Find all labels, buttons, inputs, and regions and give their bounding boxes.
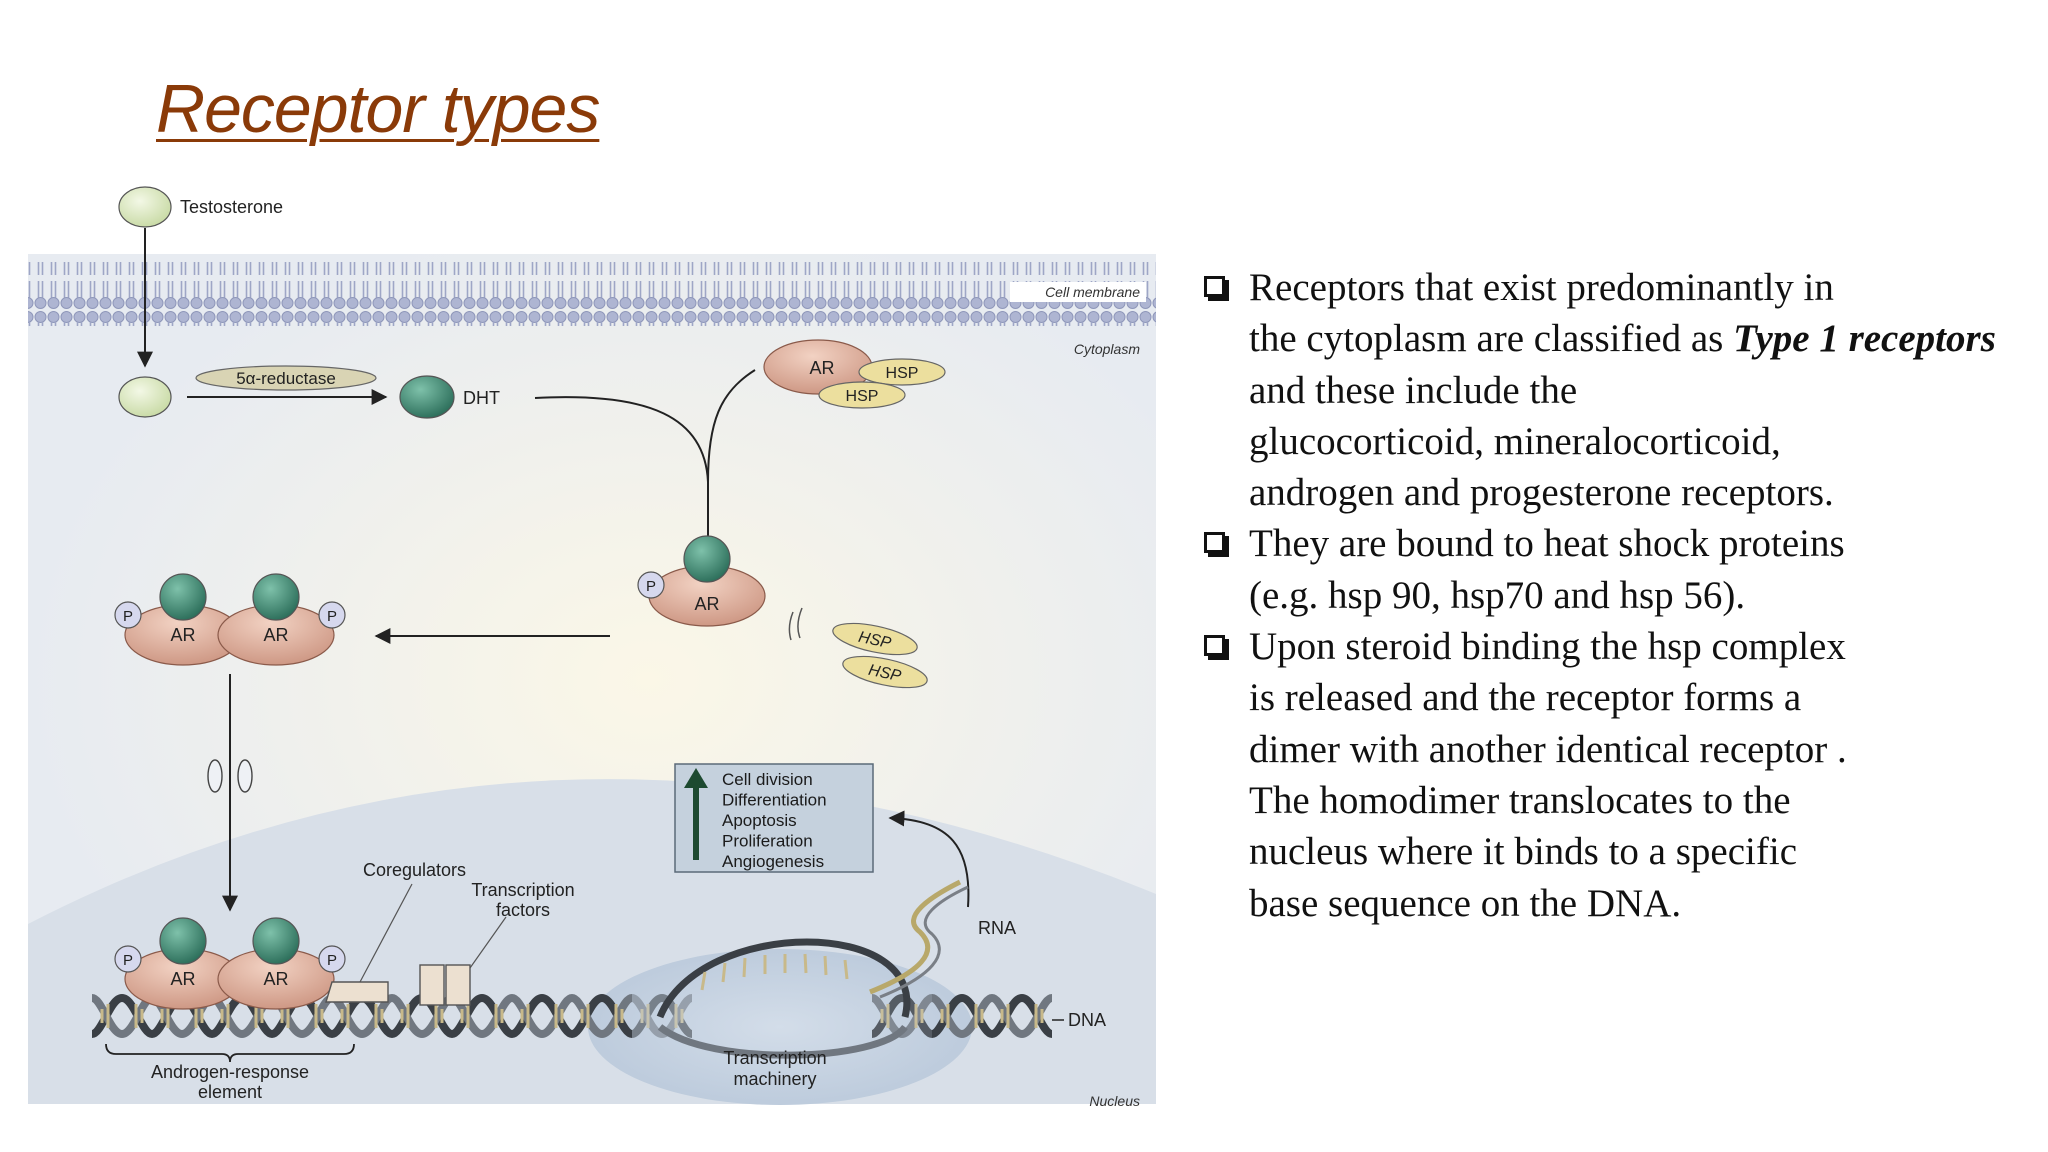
hsp-protein-1 bbox=[858, 358, 946, 386]
receptor-bullet-list: Receptors that exist predominantly in th… bbox=[1200, 262, 2030, 929]
transcription-factors-label-line1: Transcription bbox=[471, 880, 574, 900]
dht-dimer-right bbox=[252, 573, 300, 621]
androgen-receptor-pathway-diagram: Cell membrane Cytoplasm Testosterone 5α-… bbox=[28, 186, 1156, 1109]
hsp-released-2 bbox=[842, 655, 928, 689]
dht-label: DHT bbox=[463, 388, 500, 408]
coregulator-block bbox=[325, 981, 389, 1003]
transcription-factor-2 bbox=[445, 964, 471, 1006]
ar-dimer-dna: AR AR P P bbox=[114, 917, 346, 1010]
slide-title: Receptor types bbox=[156, 71, 600, 147]
rna-strand bbox=[869, 879, 962, 995]
reductase-enzyme bbox=[195, 365, 377, 391]
outcome-item: Angiogenesis bbox=[722, 852, 824, 871]
cell-membrane-label-bg bbox=[1010, 282, 1146, 302]
nucleus-label: Nucleus bbox=[1089, 1093, 1140, 1109]
cell-membrane-label: Cell membrane bbox=[1045, 284, 1140, 300]
are-label-line1: Androgen-response bbox=[151, 1062, 309, 1082]
hsp-protein-2 bbox=[818, 381, 906, 409]
ar-dna-right-label: AR bbox=[263, 969, 288, 989]
ar-dimer-left-label: AR bbox=[170, 625, 195, 645]
androgen-response-element-brace bbox=[105, 1043, 355, 1063]
phosphate-dna-right-label: P bbox=[327, 952, 337, 969]
phosphate-dimer-right-label: P bbox=[327, 608, 337, 625]
dht-dna-left bbox=[159, 917, 207, 965]
upregulation-arrow-icon bbox=[684, 768, 708, 788]
reductase-label: 5α-reductase bbox=[236, 369, 336, 388]
ar-dna-left-label: AR bbox=[170, 969, 195, 989]
rna-strand-shadow bbox=[879, 885, 969, 999]
ar-label-activated: AR bbox=[694, 594, 719, 614]
bullet-item-dimer: Upon steroid binding the hsp complex is … bbox=[1200, 621, 2030, 929]
hsp-label-2: HSP bbox=[846, 388, 879, 405]
coregulators-label: Coregulators bbox=[363, 860, 466, 880]
upregulation-arrow-shaft bbox=[693, 784, 699, 860]
dht-bound-center bbox=[683, 535, 731, 583]
are-label-line2: element bbox=[198, 1082, 262, 1102]
type1-receptors-emphasis: Type 1 receptors bbox=[1733, 317, 1996, 361]
nuclear-pore-left bbox=[207, 759, 223, 793]
machinery-label-line2: machinery bbox=[733, 1069, 816, 1089]
ar-hsp-to-receptor-curve bbox=[707, 369, 756, 483]
cell-membrane bbox=[28, 262, 1156, 326]
dna-label: DNA bbox=[1068, 1010, 1106, 1030]
phosphate-dna-right bbox=[318, 945, 346, 973]
dht-molecule bbox=[399, 375, 455, 419]
bullet-item-hsp: They are bound to heat shock proteins (e… bbox=[1200, 518, 2030, 621]
phosphate-dimer-left-label: P bbox=[123, 608, 133, 625]
ar-dimer-cytoplasm: AR AR P P bbox=[114, 573, 346, 666]
hsp-released-label-2: HSP bbox=[867, 662, 903, 686]
testosterone-cytoplasm bbox=[118, 376, 172, 418]
release-mark-2 bbox=[797, 607, 803, 639]
hsp-released-label-1: HSP bbox=[857, 629, 893, 653]
phosphate-dimer-left bbox=[114, 601, 142, 629]
dht-dna-right bbox=[252, 917, 300, 965]
phosphate-dimer-right bbox=[318, 601, 346, 629]
transcription-factors-pointer bbox=[469, 916, 507, 969]
rna-label: RNA bbox=[978, 918, 1016, 938]
outcome-item: Proliferation bbox=[722, 832, 813, 851]
outcome-item: Cell division bbox=[722, 770, 813, 789]
transcription-factors-label-line2: factors bbox=[496, 900, 550, 920]
phosphate-dna-left bbox=[114, 945, 142, 973]
dna-open-strand-bottom bbox=[657, 1024, 908, 1059]
outcomes-box bbox=[674, 763, 874, 873]
outcomes-list: Cell divisionDifferentiationApoptosisPro… bbox=[722, 770, 827, 871]
hsp-released-1 bbox=[832, 622, 918, 656]
coregulators-pointer bbox=[359, 883, 413, 983]
release-mark-1 bbox=[788, 611, 794, 641]
phosphate-label-center: P bbox=[646, 578, 656, 595]
phosphate-center bbox=[637, 571, 665, 599]
testosterone-label: Testosterone bbox=[180, 197, 283, 217]
testosterone-molecule bbox=[118, 186, 172, 228]
bullet-item-type1: Receptors that exist predominantly in th… bbox=[1200, 262, 2030, 518]
checkbox-square-icon bbox=[1204, 276, 1225, 297]
machinery-label-line1: Transcription bbox=[723, 1048, 826, 1068]
dna-open-strand-top bbox=[656, 938, 911, 1019]
dna-open-bases bbox=[700, 953, 849, 991]
cytoplasm-label: Cytoplasm bbox=[1074, 341, 1140, 357]
checkbox-square-icon bbox=[1204, 532, 1225, 554]
dht-to-receptor-curve bbox=[534, 396, 709, 483]
outcome-item: Differentiation bbox=[722, 791, 827, 810]
outcome-item: Apoptosis bbox=[722, 811, 797, 830]
hsp-label-1: HSP bbox=[886, 365, 919, 382]
phosphate-dna-left-label: P bbox=[123, 952, 133, 969]
transcription-factor-1 bbox=[419, 964, 445, 1006]
checkbox-square-icon bbox=[1204, 635, 1225, 657]
ar-label-unbound: AR bbox=[809, 358, 834, 378]
nuclear-pore-right bbox=[237, 759, 253, 793]
dht-dimer-left bbox=[159, 573, 207, 621]
ar-dimer-right-label: AR bbox=[263, 625, 288, 645]
